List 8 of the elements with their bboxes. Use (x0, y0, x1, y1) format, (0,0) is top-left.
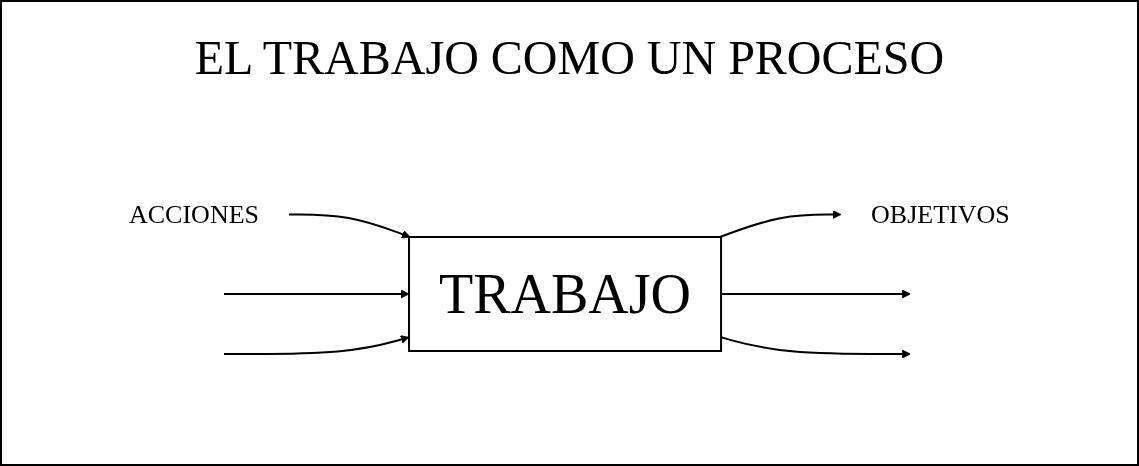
text-label: OBJETIVOS (871, 200, 1010, 229)
arrow (288, 213, 411, 239)
arrow (223, 289, 410, 299)
text-label: ACCIONES (129, 200, 260, 229)
diagram-title: EL TRABAJO COMO UN PROCESO (194, 30, 945, 85)
arrow (223, 335, 410, 355)
process-box: TRABAJO (408, 236, 723, 352)
arrow (719, 210, 842, 238)
